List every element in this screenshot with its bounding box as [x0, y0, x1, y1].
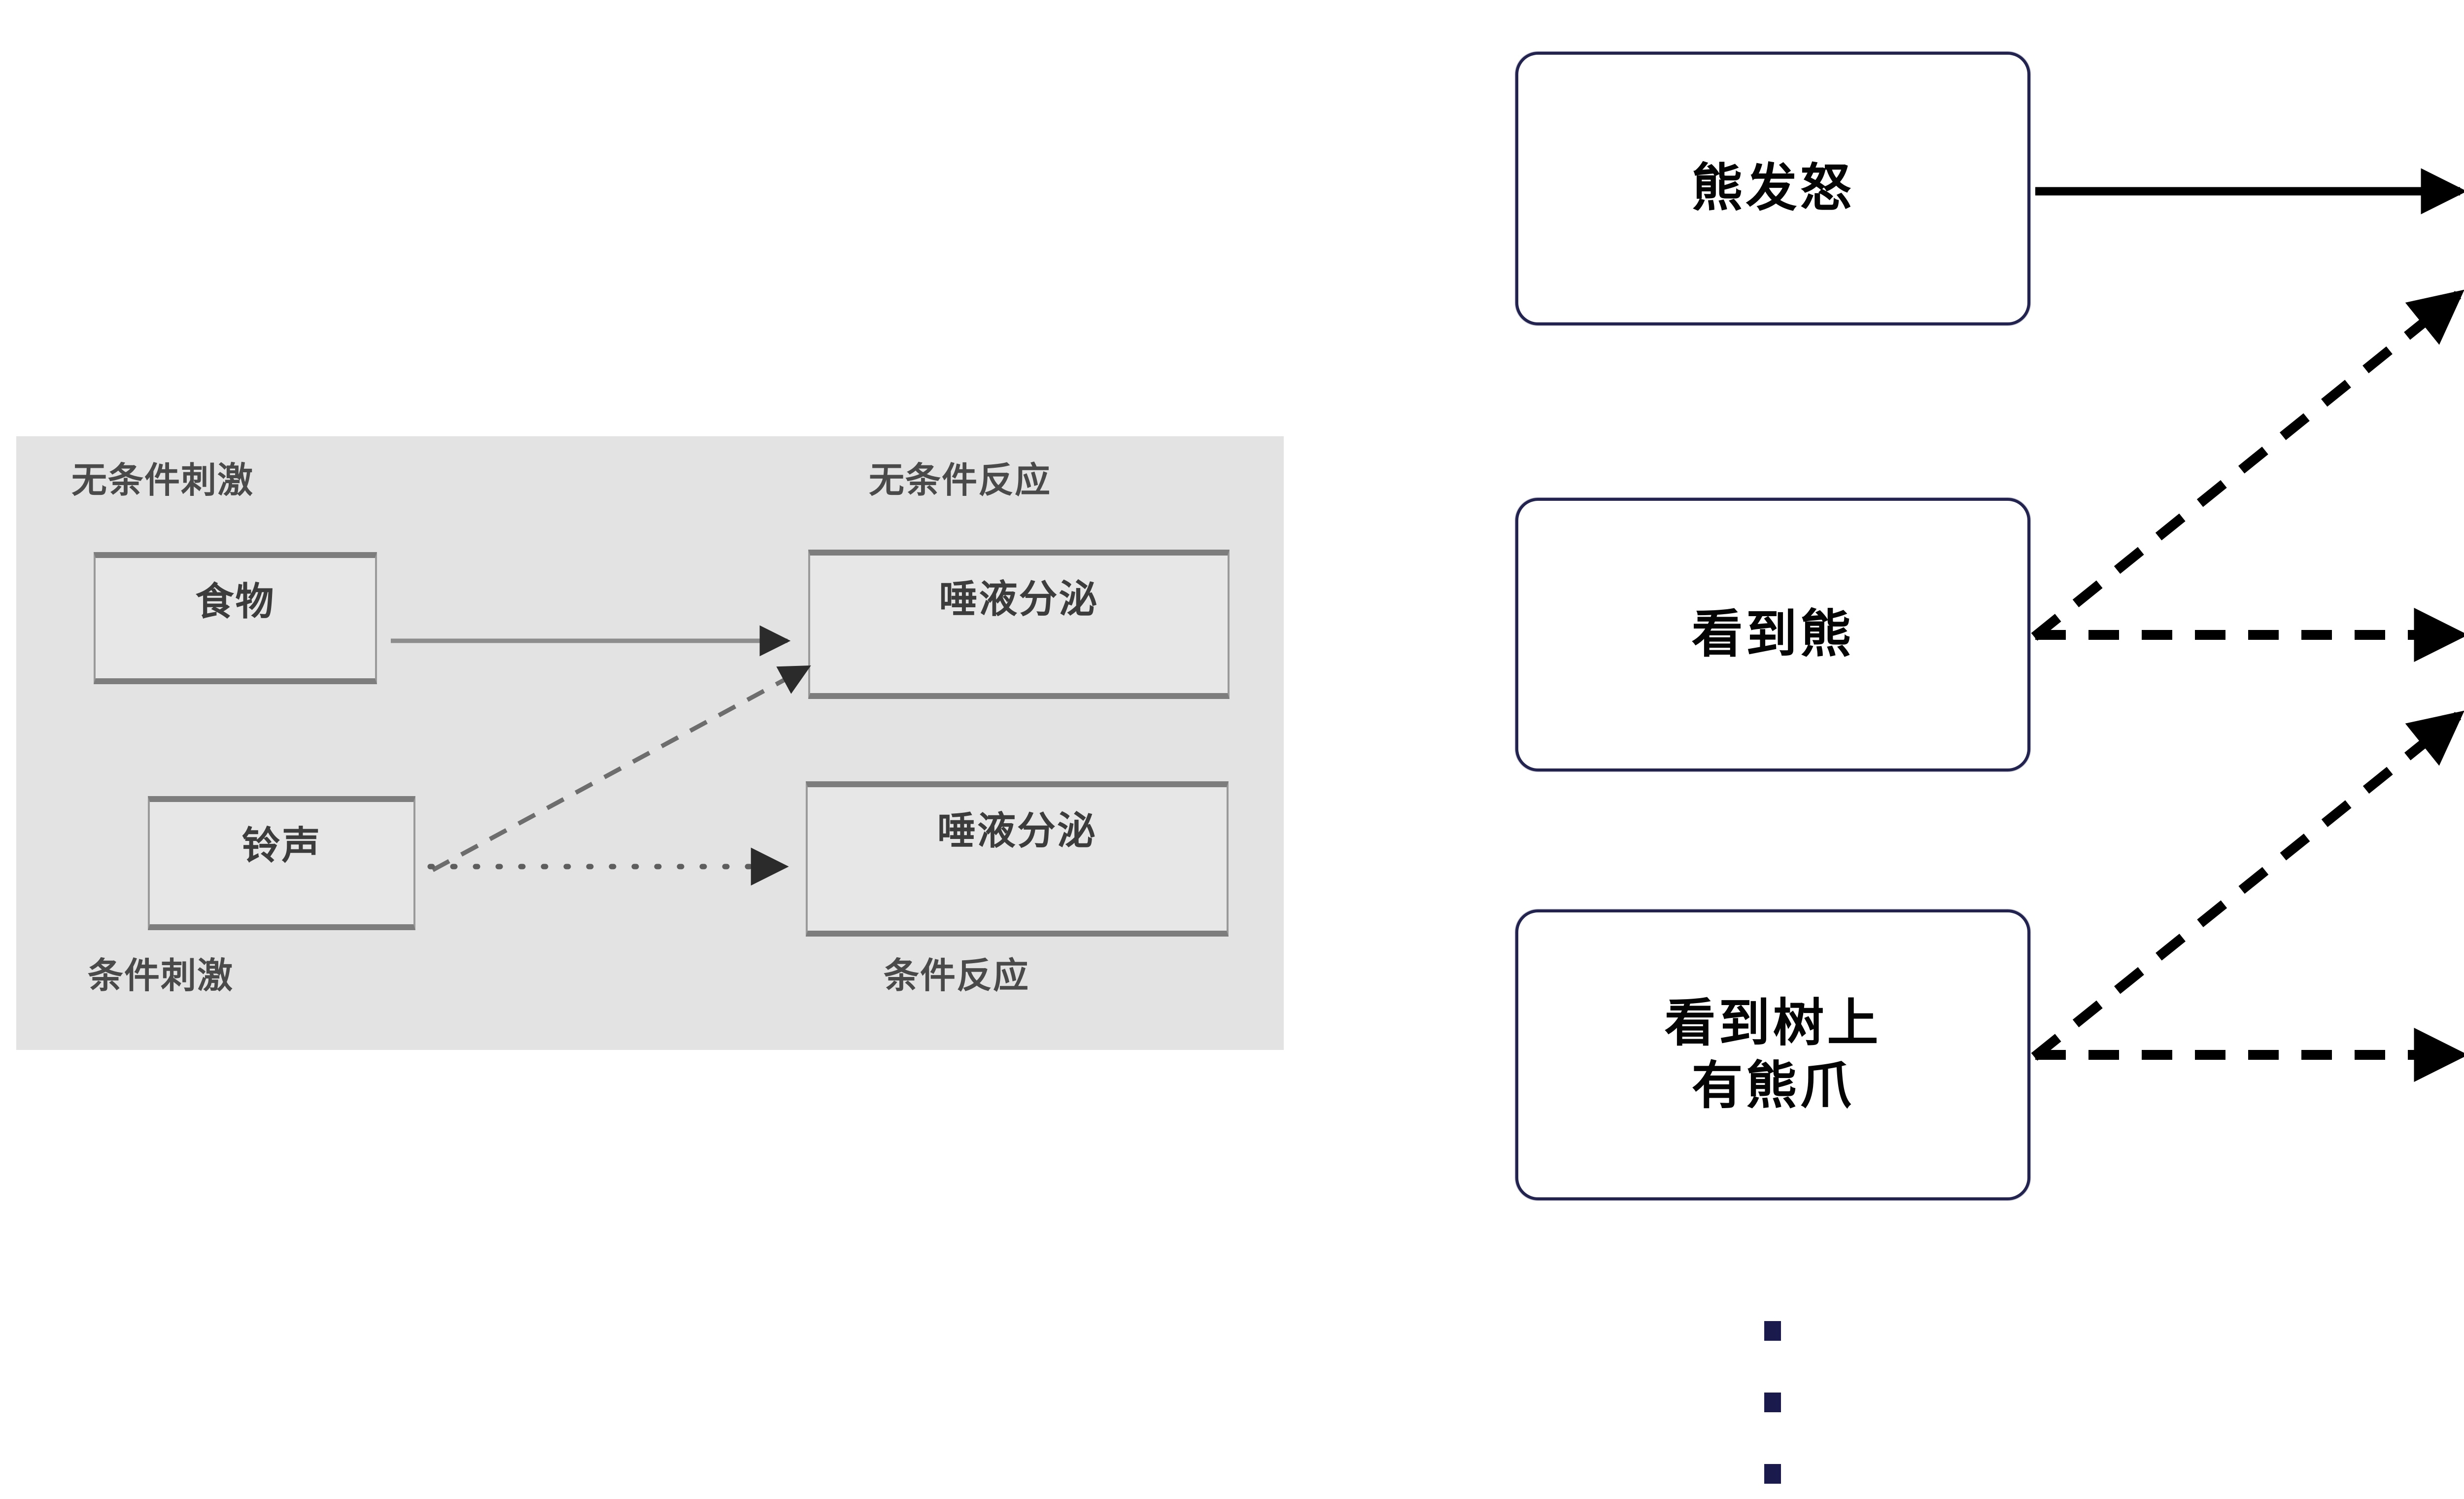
- ellipsis-dot: [1764, 1393, 1781, 1412]
- box-salivation-unconditioned: 唾液分泌: [808, 550, 1230, 699]
- states-ellipsis: [1764, 1321, 1781, 1484]
- arrow-bell-to-unconditioned-salivation: [431, 665, 811, 872]
- classical-conditioning-panel: 无条件刺激 无条件反应 条件刺激 条件反应 食物 唾液分泌 铃声 唾液分泌: [16, 436, 1284, 1050]
- box-bell: 铃声: [148, 796, 415, 930]
- label-conditioned-stimulus: 条件刺激: [88, 956, 234, 996]
- ellipsis-dot: [1764, 1464, 1781, 1484]
- node-see-bear: 看到熊: [1515, 498, 2030, 771]
- ellipsis-dot: [1764, 1321, 1781, 1341]
- box-food: 食物: [94, 552, 377, 684]
- node-see-bear-claw: 看到树上 有熊爪: [1515, 909, 2030, 1200]
- label-conditioned-response: 条件反应: [884, 956, 1030, 996]
- box-salivation-conditioned: 唾液分泌: [806, 781, 1229, 937]
- node-bear-angry: 熊发怒: [1515, 52, 2030, 325]
- label-unconditioned-stimulus: 无条件刺激: [71, 461, 254, 500]
- label-unconditioned-response: 无条件反应: [869, 461, 1052, 500]
- arrow-see-bear-to-reward-diagonal: [2031, 289, 2464, 641]
- arrow-see-claw-to-value-next-diagonal: [2031, 710, 2464, 1061]
